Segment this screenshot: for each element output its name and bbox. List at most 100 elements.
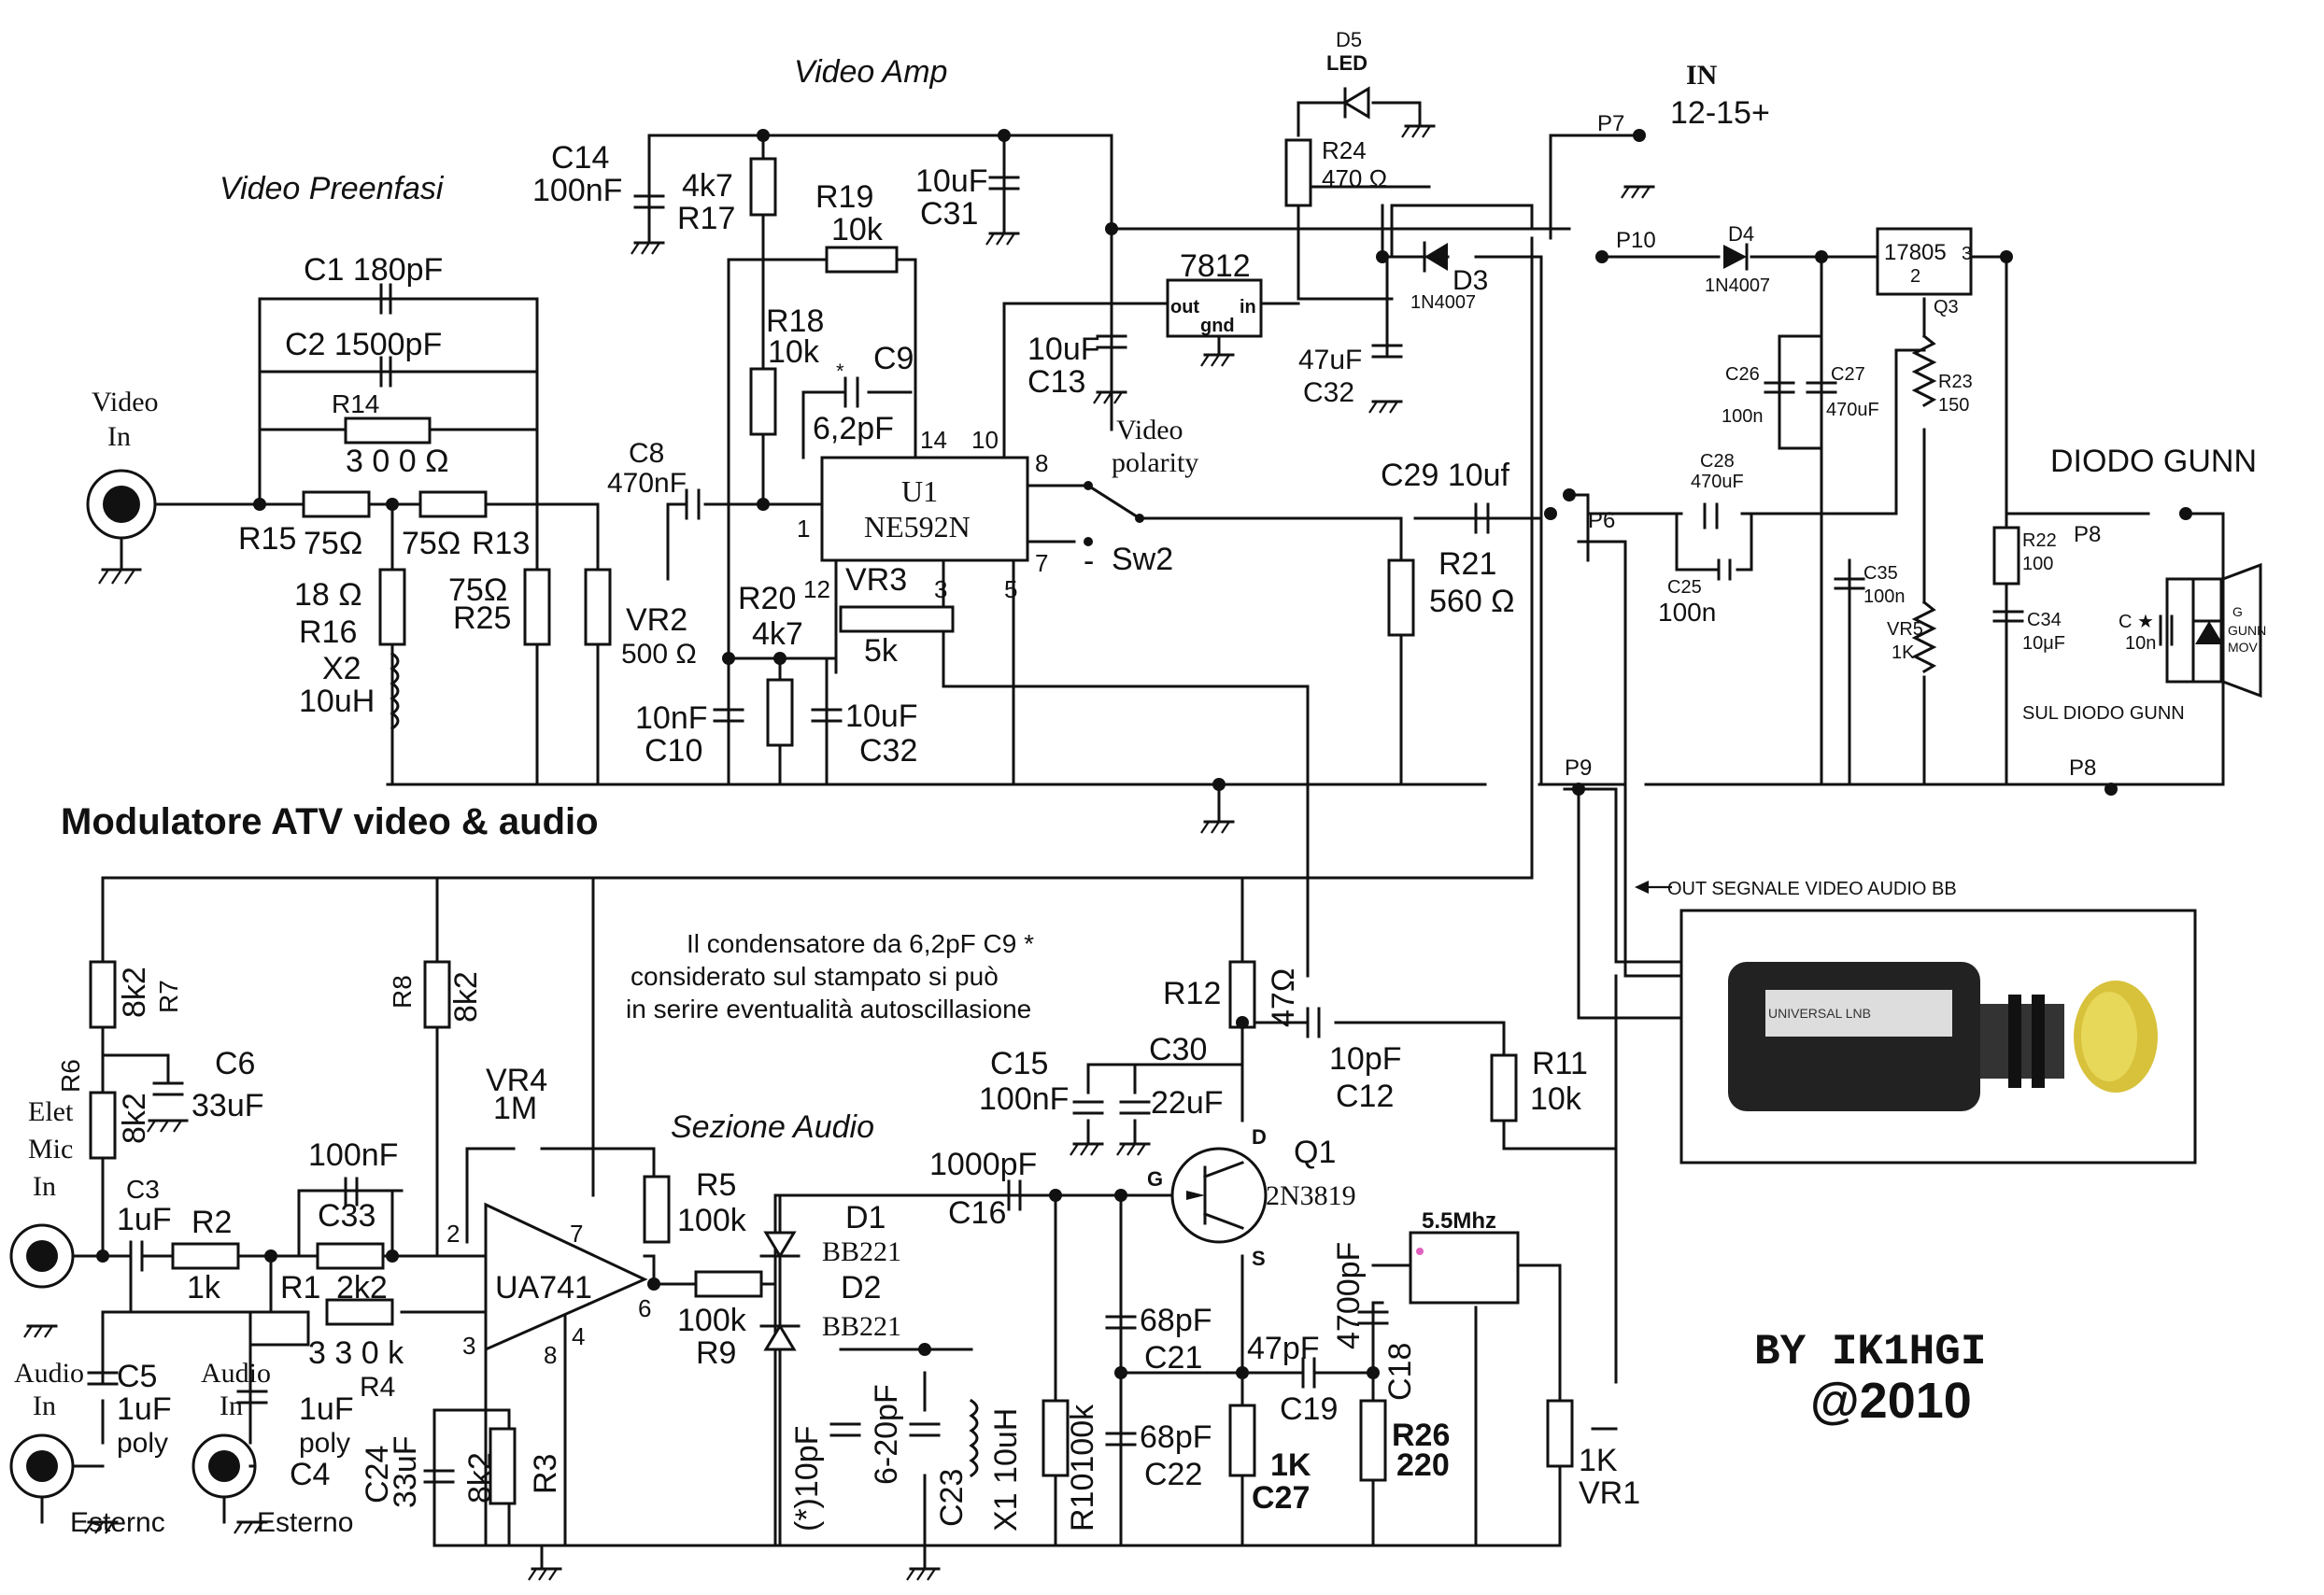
u1-pin-8: 8 [1035, 449, 1048, 477]
cstar-value: 10n [2125, 633, 2156, 654]
signature-by: BY IK1HGI [1754, 1328, 1986, 1376]
r20-value: 4k7 [752, 616, 803, 652]
d5-type: LED [1326, 51, 1367, 75]
r2-value: 1k [187, 1270, 221, 1306]
c30-label: C30 [1149, 1032, 1207, 1067]
label-sul-diodo-gunn: SUL DIODO GUNN [2022, 703, 2185, 724]
esterno-b-label: Esterno [257, 1507, 353, 1538]
u1-ic [820, 456, 1029, 562]
u1-pin-3: 3 [934, 575, 947, 603]
d2-part: BB221 [822, 1311, 901, 1342]
d1-label: D1 [845, 1200, 886, 1235]
c28-value: 470uF [1691, 472, 1744, 492]
c16-value: 1000pF [929, 1147, 1037, 1182]
c18-label: C18 [1382, 1343, 1418, 1401]
audio-in-b-connector [191, 1433, 257, 1524]
r24-body [1284, 138, 1312, 207]
port-p8-bottom: P8 [2069, 755, 2096, 781]
c5-value: 1uF [117, 1391, 172, 1427]
r23-resistor [1911, 333, 1937, 408]
u1-pin-1: 1 [797, 515, 810, 543]
op-pin-3: 3 [462, 1332, 475, 1360]
lnb-label: UNIVERSAL LNB [1768, 1006, 1871, 1021]
gunn-text-1: G [2232, 604, 2243, 619]
r14-value: 3 0 0 Ω [346, 444, 448, 479]
reg-17805 [1876, 227, 1973, 296]
r9-value: 100k [677, 1303, 747, 1338]
r23-label: R23 [1938, 372, 1973, 392]
r5-value: 100k [677, 1203, 747, 1238]
r16-label: R16 [299, 614, 357, 650]
q1-pin-s: S [1252, 1247, 1266, 1270]
c6-label: C6 [215, 1046, 255, 1081]
video-in-label-2: In [107, 421, 131, 452]
c19-label: C19 [1280, 1391, 1338, 1427]
label-out-segnale: OUT SEGNALE VIDEO AUDIO BB [1667, 879, 1957, 899]
capacitors-video [379, 176, 2174, 723]
power-in-label: IN [1686, 60, 1718, 91]
r22-value: 100 [2022, 554, 2053, 574]
r16-value: 18 Ω [294, 577, 362, 613]
vr5-resistor [1911, 600, 1937, 674]
r21-label: R21 [1438, 546, 1496, 582]
d5-label: D5 [1336, 28, 1362, 51]
r13-value: 75Ω [402, 526, 461, 561]
c3-label: C3 [126, 1175, 160, 1204]
r5-label: R5 [696, 1167, 736, 1203]
c8-value: 470nF [607, 468, 687, 499]
port-p7: P7 [1597, 111, 1624, 136]
c9-label: C9 [873, 341, 914, 376]
vr5-label: VR5 [1887, 619, 1923, 640]
gunn-text-2: GUNN [2228, 623, 2266, 638]
d5-led [1342, 86, 1370, 120]
vr3-body [839, 605, 955, 633]
r17-label: R17 [677, 201, 735, 236]
q3-pin-3: 3 [1962, 244, 1972, 264]
x2-label: X2 [322, 651, 361, 686]
video-in-connector [86, 469, 157, 585]
c26-value: 100n [1722, 406, 1764, 427]
out-arrow [1635, 881, 1672, 894]
audio-a-label-1: Audio [14, 1358, 84, 1389]
c6-value: 33uF [191, 1088, 264, 1123]
sw2-switch [1084, 481, 1144, 546]
c14-value: 100nF [532, 173, 622, 208]
reg-7812-in: in [1240, 297, 1256, 318]
note-line-1: Il condensatore da 6,2pF C9 * [687, 929, 1034, 958]
r11-value: 10k [1530, 1081, 1582, 1117]
r10-label: R10100k [1065, 1404, 1100, 1531]
r12-value: 47Ω [1266, 968, 1301, 1027]
port-p10: P10 [1616, 228, 1656, 253]
vr5-value: 1K [1892, 642, 1915, 663]
d4-part: 1N4007 [1705, 275, 1770, 296]
c15-value: 100nF [979, 1081, 1069, 1117]
gunn-diode [2191, 562, 2262, 699]
c4-value: 1uF [299, 1391, 354, 1427]
label-video-preenfasi: Video Preenfasi [220, 171, 445, 206]
r3-label: R3 [528, 1454, 563, 1494]
audio-b-label-2: In [220, 1390, 243, 1421]
op-pin-8: 8 [544, 1341, 557, 1369]
video-in-label-1: Video [92, 387, 159, 417]
reg-7812-gnd: gnd [1200, 316, 1235, 336]
r13-body [418, 490, 488, 518]
c27b-label: C27 [1252, 1480, 1310, 1516]
c35-label: C35 [1863, 563, 1898, 584]
label-video-amp: Video Amp [794, 54, 947, 90]
r19-label: R19 [815, 179, 873, 215]
c10-value: 10nF [635, 700, 708, 736]
u1-name: U1 [901, 474, 938, 508]
vr1-value: 1K [1579, 1443, 1618, 1478]
r22-body [1992, 526, 2020, 586]
r14-body [344, 416, 432, 445]
c13-value: 10uF [1027, 332, 1100, 367]
r18-body [749, 367, 777, 436]
c32a-label: C32 [859, 733, 917, 769]
resistors-video [302, 138, 2020, 747]
c9-star: * [836, 360, 844, 383]
c21-value: 68pF [1140, 1303, 1212, 1338]
r20-label: R20 [738, 581, 796, 616]
c27-value: 470uF [1826, 400, 1879, 420]
vr2-label: VR2 [626, 602, 687, 638]
